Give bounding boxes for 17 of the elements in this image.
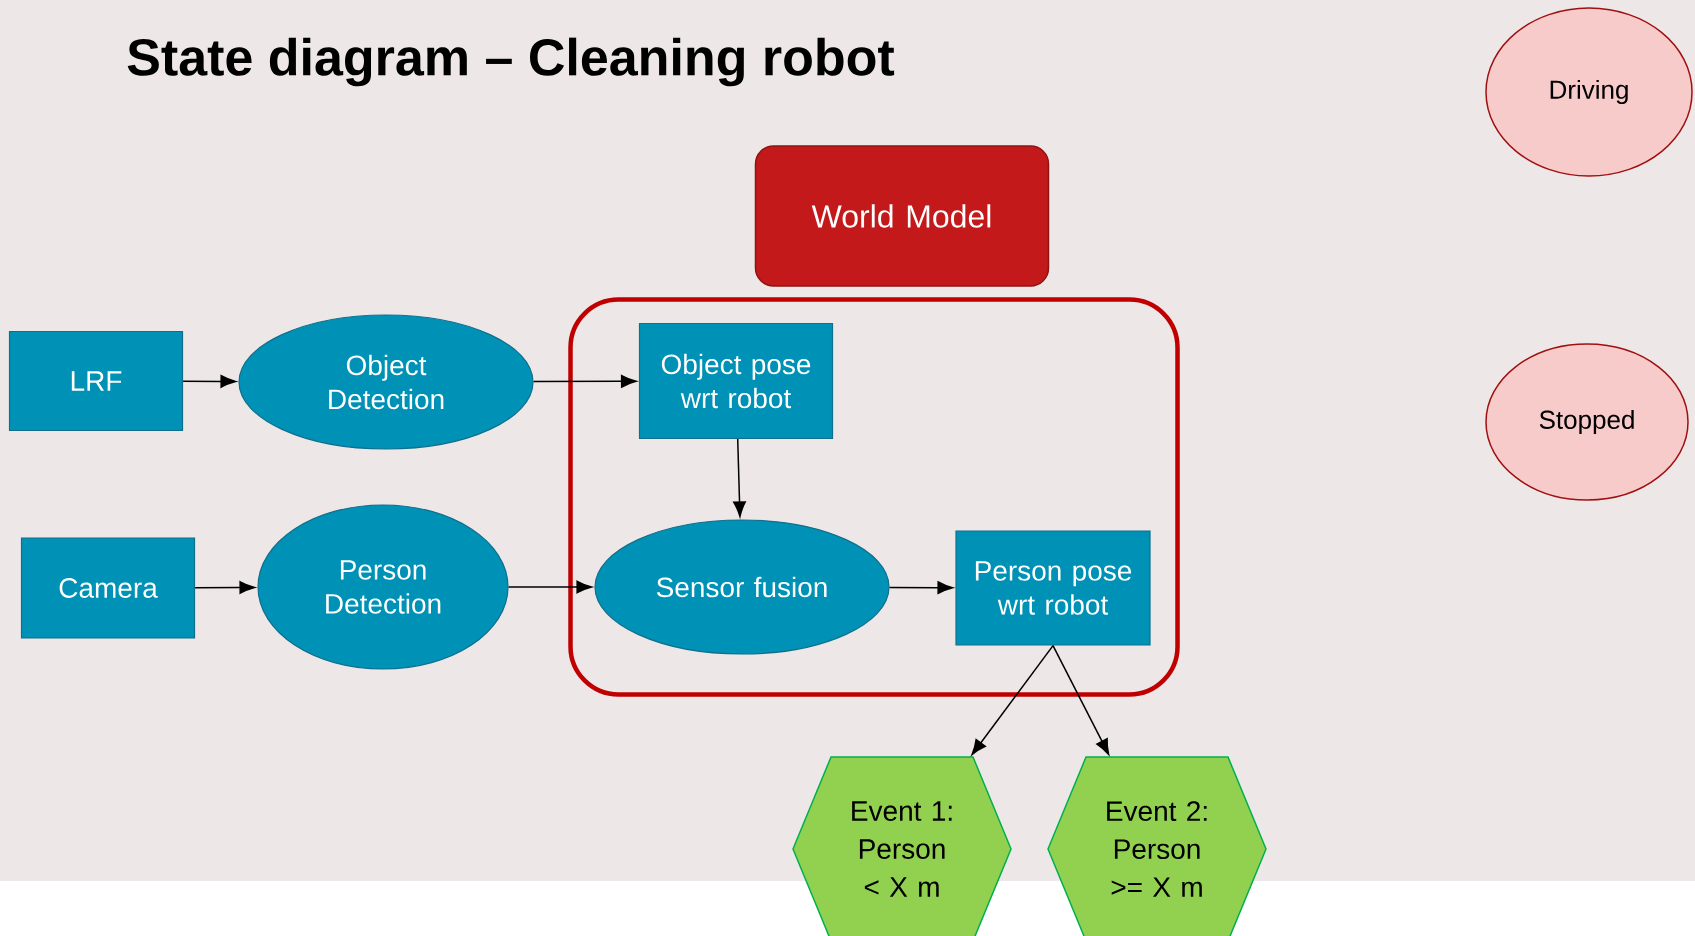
process-box: Camera	[20, 537, 196, 639]
arrow	[194, 581, 256, 594]
arrow	[971, 644, 1054, 756]
arrow	[888, 581, 954, 595]
arrow	[1052, 644, 1110, 755]
arrow	[733, 438, 746, 518]
process-box: Object pose wrt robot	[638, 322, 834, 440]
event-hexagon: Event 1: Person < X m	[792, 756, 1012, 936]
process-box: LRF	[8, 330, 184, 432]
arrow	[182, 375, 237, 388]
model-box: World Model	[754, 145, 1050, 287]
arrow	[507, 580, 593, 594]
event-hexagon: Event 2: Person >= X m	[1047, 756, 1267, 936]
group-box	[568, 297, 1180, 697]
arrow	[532, 374, 637, 388]
title: State diagram – Cleaning robot	[127, 37, 895, 87]
process-box: Person pose wrt robot	[955, 530, 1151, 646]
